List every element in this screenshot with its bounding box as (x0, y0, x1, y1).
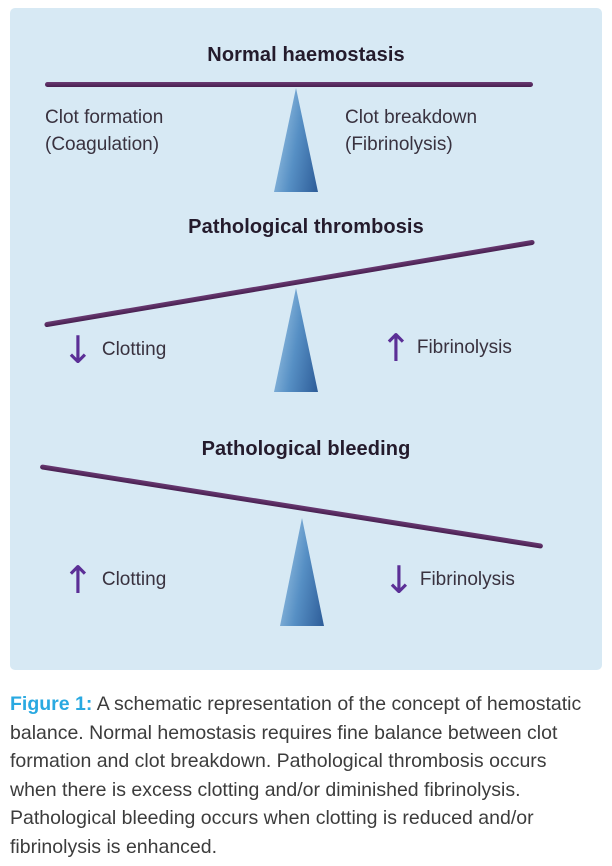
label-decreased-clotting: ↓ Clotting (62, 330, 166, 370)
figure-caption: Figure 1: A schematic representation of … (10, 690, 598, 861)
figure-number-label: Figure 1: (10, 693, 93, 715)
up-arrow-icon: ↑ (380, 326, 412, 370)
up-arrow-icon: ↑ (62, 558, 94, 602)
section-title-pathological-bleeding: Pathological bleeding (201, 438, 411, 460)
hemostasis-diagram-panel: Normal haemostasis Clot formation (Coagu… (10, 8, 602, 670)
down-arrow-icon: ↓ (383, 558, 415, 602)
fulcrum-triangle-icon (280, 518, 324, 626)
clotting-label: Clotting (101, 569, 167, 590)
label-decreased-fibrinolysis: ↓ Fibrinolysis (383, 560, 515, 600)
right-label-line1: Clot breakdown (345, 107, 478, 128)
left-label-clot-formation: Clot formation (Coagulation) (45, 104, 163, 158)
balance-beam-level (45, 82, 533, 87)
left-label-line1: Clot formation (45, 107, 164, 128)
label-increased-fibrinolysis: ↑ Fibrinolysis (380, 328, 512, 368)
label-increased-clotting: ↑ Clotting (62, 560, 166, 600)
balance-beam-tilted-down-right (39, 464, 544, 549)
figure-caption-text: A schematic representation of the concep… (10, 693, 582, 858)
down-arrow-icon: ↓ (62, 328, 94, 372)
fibrinolysis-label: Fibrinolysis (419, 569, 515, 590)
clotting-label: Clotting (101, 339, 167, 360)
fibrinolysis-label: Fibrinolysis (416, 337, 512, 358)
section-title-normal-haemostasis: Normal haemostasis (207, 44, 405, 66)
left-label-line2: (Coagulation) (45, 134, 160, 155)
fulcrum-triangle-icon (274, 288, 318, 392)
right-label-line2: (Fibrinolysis) (345, 134, 453, 155)
balance-beam-tilted-up-right (44, 239, 535, 328)
right-label-clot-breakdown: Clot breakdown (Fibrinolysis) (345, 104, 477, 158)
fulcrum-triangle-icon (274, 88, 318, 192)
section-title-pathological-thrombosis: Pathological thrombosis (188, 216, 424, 238)
